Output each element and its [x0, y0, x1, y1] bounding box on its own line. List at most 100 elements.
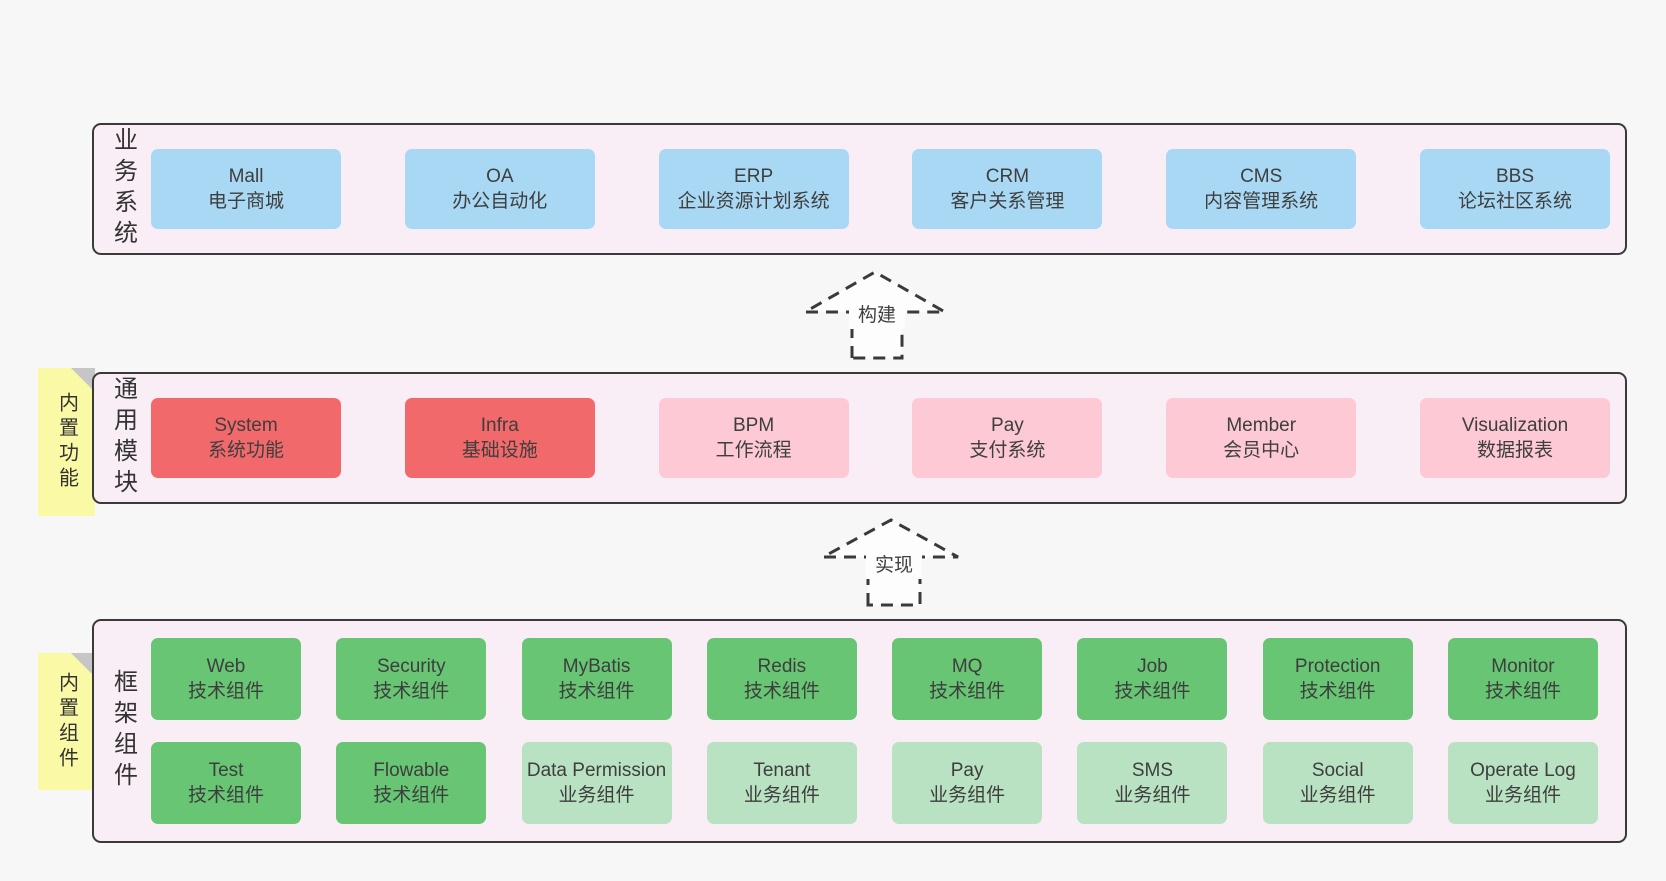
box-redis: Redis 技术组件 — [706, 638, 857, 720]
box-subtitle: 业务组件 — [743, 785, 820, 806]
box-name: Pay — [991, 415, 1024, 436]
box-crm: CRM 客户关系管理 — [912, 149, 1103, 229]
box-name: OA — [486, 166, 514, 187]
box-oa: OA 办公自动化 — [404, 149, 595, 229]
box-subtitle: 技术组件 — [187, 785, 264, 806]
box-subtitle: 会员中心 — [1223, 440, 1300, 461]
implement-arrow-label: 实现 — [866, 553, 922, 579]
box-name: Visualization — [1461, 415, 1569, 436]
builtin-features-tab: 内置功能 — [38, 368, 95, 516]
box-job: Job 技术组件 — [1077, 638, 1228, 720]
box-name: ERP — [734, 166, 774, 187]
box-subtitle: 技术组件 — [1114, 681, 1191, 702]
section-business-systems: 业务系统 Mall 电子商城 OA 办公自动化 ERP 企业资源计划系统 CRM 客户关系管理… — [92, 123, 1627, 255]
box-mall: Mall 电子商城 — [151, 149, 341, 229]
box-subtitle: 基础设施 — [461, 440, 538, 461]
build-arrow-label: 构建 — [849, 303, 905, 329]
common-modules-label: 通用模块 — [109, 376, 137, 500]
box-subtitle: 企业资源计划系统 — [677, 191, 830, 212]
box-subtitle: 支付系统 — [969, 440, 1046, 461]
box-member: Member 会员中心 — [1166, 398, 1357, 478]
box-mybatis: MyBatis 技术组件 — [521, 638, 672, 720]
box-name: Web — [206, 656, 246, 677]
box-bbs: BBS 论坛社区系统 — [1419, 149, 1610, 229]
box-subtitle: 业务组件 — [929, 785, 1006, 806]
box-name: Infra — [480, 415, 519, 436]
box-subtitle: 工作流程 — [715, 440, 792, 461]
box-name: Pay — [950, 760, 984, 781]
builtin-features-tab-label: 内置功能 — [55, 392, 78, 492]
box-system: System 系统功能 — [151, 398, 341, 478]
common-modules-row: System 系统功能 Infra 基础设施 BPM 工作流程 Pay 支付系统 Member 会… — [151, 398, 1610, 478]
box-monitor: Monitor 技术组件 — [1447, 638, 1598, 720]
section-common-modules: 通用模块 System 系统功能 Infra 基础设施 BPM 工作流程 Pay 支付系统 Me… — [92, 372, 1627, 504]
business-systems-row: Mall 电子商城 OA 办公自动化 ERP 企业资源计划系统 CRM 客户关系管理 CMS 内容… — [151, 149, 1610, 229]
box-subtitle: 论坛社区系统 — [1457, 191, 1572, 212]
box-name: Member — [1226, 415, 1297, 436]
box-name: CRM — [985, 166, 1030, 187]
box-name: Social — [1311, 760, 1364, 781]
box-subtitle: 技术组件 — [1299, 681, 1376, 702]
box-cms: CMS 内容管理系统 — [1166, 149, 1357, 229]
box-social: Social 业务组件 — [1262, 742, 1413, 824]
box-security: Security 技术组件 — [336, 638, 487, 720]
box-subtitle: 业务组件 — [1299, 785, 1376, 806]
box-name: Protection — [1294, 656, 1381, 677]
box-name: Flowable — [373, 760, 450, 781]
box-test: Test 技术组件 — [151, 742, 301, 824]
box-subtitle: 技术组件 — [373, 681, 450, 702]
box-name: Mall — [228, 166, 264, 187]
box-subtitle: 系统功能 — [207, 440, 284, 461]
box-operate-log: Operate Log 业务组件 — [1447, 742, 1598, 824]
box-data-permission: Data Permission 业务组件 — [521, 742, 672, 824]
box-subtitle: 客户关系管理 — [950, 191, 1065, 212]
box-name: Test — [208, 760, 244, 781]
box-subtitle: 业务组件 — [558, 785, 635, 806]
common-modules-boxes: System 系统功能 Infra 基础设施 BPM 工作流程 Pay 支付系统 Member 会… — [151, 374, 1625, 502]
box-name: Job — [1137, 656, 1168, 677]
box-subtitle: 业务组件 — [1114, 785, 1191, 806]
business-systems-label: 业务系统 — [109, 127, 137, 251]
box-name: Monitor — [1491, 656, 1555, 677]
box-name: Security — [376, 656, 446, 677]
box-name: Redis — [757, 656, 807, 677]
box-bpm: BPM 工作流程 — [658, 398, 849, 478]
box-subtitle: 内容管理系统 — [1204, 191, 1319, 212]
box-name: BBS — [1495, 166, 1534, 187]
box-name: MyBatis — [562, 656, 631, 677]
box-web: Web 技术组件 — [151, 638, 301, 720]
box-subtitle: 技术组件 — [1484, 681, 1561, 702]
box-name: Tenant — [753, 760, 811, 781]
box-name: Operate Log — [1470, 760, 1576, 781]
box-subtitle: 数据报表 — [1476, 440, 1553, 461]
box-name: BPM — [733, 415, 775, 436]
box-erp: ERP 企业资源计划系统 — [658, 149, 849, 229]
box-subtitle: 办公自动化 — [452, 191, 548, 212]
box-infra: Infra 基础设施 — [404, 398, 595, 478]
box-subtitle: 技术组件 — [187, 681, 264, 702]
box-name: Data Permission — [526, 760, 667, 781]
box-subtitle: 技术组件 — [929, 681, 1006, 702]
box-subtitle: 技术组件 — [558, 681, 635, 702]
box-subtitle: 业务组件 — [1484, 785, 1561, 806]
box-subtitle: 电子商城 — [207, 191, 284, 212]
box-tenant: Tenant 业务组件 — [706, 742, 857, 824]
builtin-components-tab: 内置组件 — [38, 653, 95, 790]
box-protection: Protection 技术组件 — [1262, 638, 1413, 720]
box-mq: MQ 技术组件 — [892, 638, 1043, 720]
box-subtitle: 技术组件 — [743, 681, 820, 702]
box-name: System — [214, 415, 278, 436]
box-name: CMS — [1240, 166, 1283, 187]
framework-components-label: 框架组件 — [109, 669, 137, 793]
box-pay: Pay 支付系统 — [912, 398, 1103, 478]
business-systems-boxes: Mall 电子商城 OA 办公自动化 ERP 企业资源计划系统 CRM 客户关系管理 CMS 内容… — [151, 125, 1625, 253]
box-pay: Pay 业务组件 — [892, 742, 1043, 824]
box-name: MQ — [951, 656, 983, 677]
